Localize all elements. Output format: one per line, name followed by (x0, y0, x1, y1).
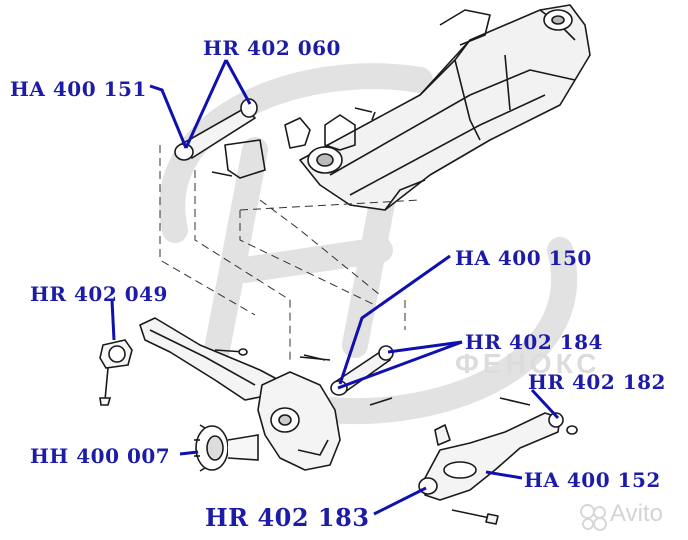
lower-control-arm (418, 397, 578, 525)
avito-dots-icon (580, 504, 607, 531)
avito-brand-text: Avito (610, 500, 663, 527)
part-label-hr402060: HR 402 060 (203, 36, 341, 60)
trailing-arm (139, 317, 331, 401)
part-label-ha400151: HA 400 151 (10, 77, 147, 101)
rear-subframe (211, 4, 591, 211)
leader-lines (110, 59, 560, 516)
upper-link-arm (174, 98, 258, 161)
watermark-mid-text: ФЕНОКС (455, 348, 601, 379)
part-label-hr402049: HR 402 049 (30, 282, 168, 306)
part-label-hr402182: HR 402 182 (528, 370, 666, 394)
avito-watermark: Avito (580, 500, 680, 532)
part-label-ha400152: HA 400 152 (524, 468, 661, 492)
part-label-hr402184: HR 402 184 (465, 330, 603, 354)
knuckle (257, 371, 341, 471)
bushing-hr402049 (99, 339, 133, 406)
hub-hh400007 (194, 424, 259, 472)
part-label-hh400007: HH 400 007 (30, 444, 171, 468)
assembly-guide-lines (159, 145, 421, 360)
part-label-hr402183: HR 402 183 (205, 503, 370, 532)
part-label-ha400150: HA 400 150 (455, 246, 592, 270)
